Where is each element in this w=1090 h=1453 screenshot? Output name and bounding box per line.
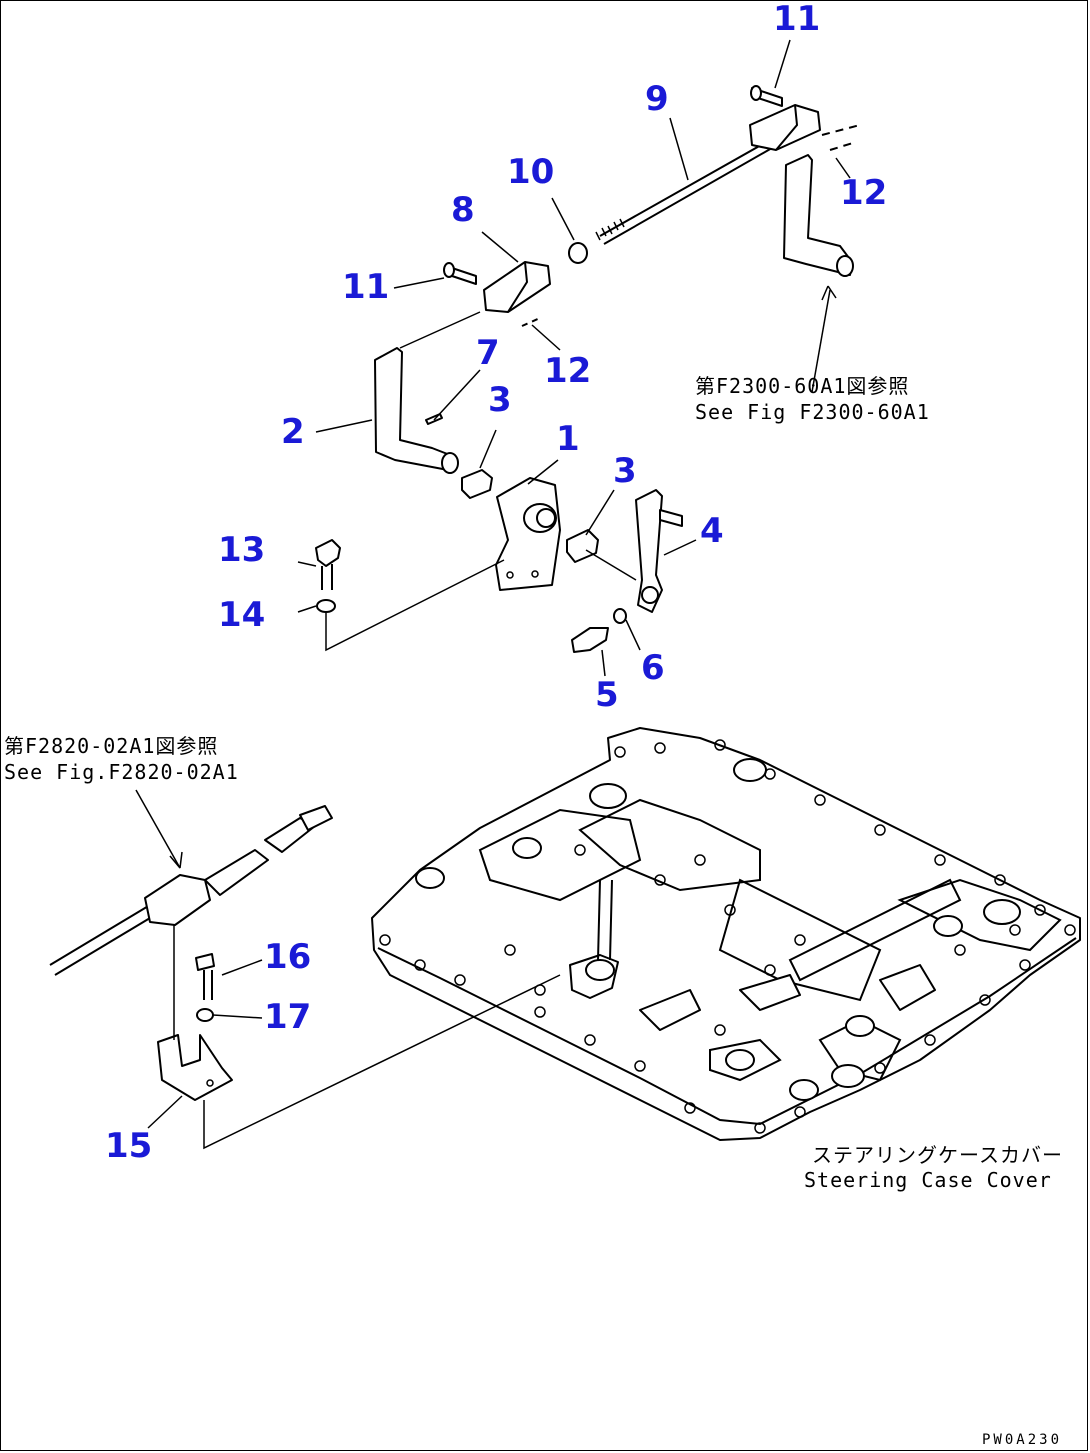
ref-note-left-jp: 第F2820-02A1図参照 xyxy=(4,734,219,758)
levers xyxy=(374,154,854,613)
callout-17: 17 xyxy=(264,997,312,1037)
callout-10: 10 xyxy=(507,152,555,192)
cover-label-en: Steering Case Cover xyxy=(804,1168,1052,1192)
callout-5: 5 xyxy=(595,675,619,715)
callout-8: 8 xyxy=(451,190,475,230)
callout-16: 16 xyxy=(264,937,312,977)
callout-6: 6 xyxy=(641,648,665,688)
callout-11-upper: 11 xyxy=(773,0,821,39)
callout-1: 1 xyxy=(556,419,580,459)
rod-assembly xyxy=(483,104,861,313)
callout-9: 9 xyxy=(645,79,669,119)
bracket xyxy=(495,477,561,591)
cover-label-jp: ステアリングケースカバー xyxy=(812,1143,1063,1167)
pins xyxy=(443,85,783,285)
callout-11-left: 11 xyxy=(342,267,390,307)
callout-3-right: 3 xyxy=(613,451,637,491)
ref-note-upper-en: See Fig F2300-60A1 xyxy=(695,400,930,424)
callout-13: 13 xyxy=(218,530,266,570)
ref-note-left-en: See Fig.F2820-02A1 xyxy=(4,760,239,784)
leader-lines xyxy=(135,39,851,1150)
callout-3-left: 3 xyxy=(488,380,512,420)
figure-code: PW0A230 xyxy=(982,1432,1063,1448)
cable-assembly xyxy=(49,805,333,1101)
callout-2: 2 xyxy=(281,412,305,452)
callout-14: 14 xyxy=(218,595,266,635)
callout-12-lower: 12 xyxy=(544,351,592,391)
callout-15: 15 xyxy=(105,1126,153,1166)
steering-case-cover xyxy=(371,727,1081,1141)
callout-4: 4 xyxy=(700,511,724,551)
callout-7: 7 xyxy=(476,333,500,373)
callout-12-upper: 12 xyxy=(840,173,888,213)
ref-note-upper-jp: 第F2300-60A1図参照 xyxy=(695,374,910,398)
small-parts xyxy=(195,317,627,1022)
